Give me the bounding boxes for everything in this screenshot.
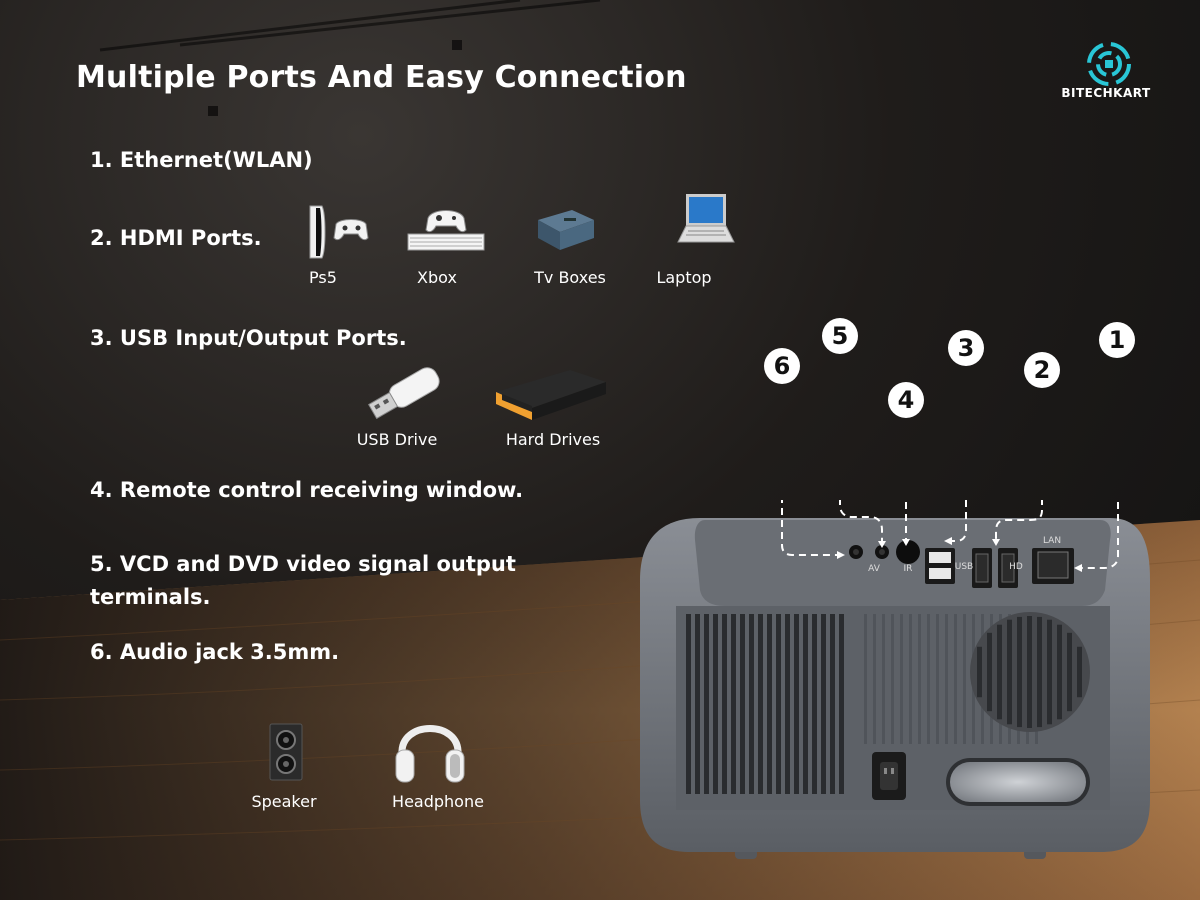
caption-tv-boxes: Tv Boxes xyxy=(534,268,606,287)
tv-box-icon xyxy=(538,210,594,250)
caption-headphone: Headphone xyxy=(392,792,484,811)
callout-5-av-output: 5 xyxy=(822,318,858,354)
feature-video-output: 5. VCD and DVD video signal output termi… xyxy=(90,552,516,609)
brand-logo-icon xyxy=(1087,42,1131,86)
hard-drive-icon xyxy=(496,370,606,420)
callout-2-hdmi: 2 xyxy=(1024,352,1060,388)
page-title: Multiple Ports And Easy Connection xyxy=(76,60,687,95)
port-label-usb: USB xyxy=(954,562,974,572)
speaker-icon xyxy=(269,723,303,781)
caption-xbox: Xbox xyxy=(417,268,457,287)
port-label-ir: IR xyxy=(903,564,913,574)
brand-name: BITECHKART xyxy=(1061,86,1151,100)
feature-usb: 3. USB Input/Output Ports. xyxy=(90,326,407,350)
feature-audio-jack: 6. Audio jack 3.5mm. xyxy=(90,640,340,664)
fan-grille xyxy=(977,616,1082,728)
callout-1-ethernet: 1 xyxy=(1099,322,1135,358)
ps5-console-icon xyxy=(309,205,369,259)
callout-6-audio-jack: 6 xyxy=(764,348,800,384)
feature-hdmi: 2. HDMI Ports. xyxy=(90,226,262,250)
port-label-lan: LAN xyxy=(1042,536,1062,546)
feature-ethernet: 1. Ethernet(WLAN) xyxy=(90,148,313,172)
caption-speaker: Speaker xyxy=(251,792,317,811)
feature-remote-window: 4. Remote control receiving window. xyxy=(90,478,524,502)
headphone-icon xyxy=(395,725,465,783)
xbox-console-icon xyxy=(407,210,485,251)
caption-usb-drive: USB Drive xyxy=(356,430,438,449)
port-label-av: AV xyxy=(868,564,880,574)
projector-rear-view xyxy=(640,500,1150,859)
usb-drive-icon xyxy=(368,367,440,420)
caption-ps5: Ps5 xyxy=(309,268,337,287)
port-label-hdmi: HD xyxy=(1009,562,1023,572)
callout-3-usb: 3 xyxy=(948,330,984,366)
caption-hard-drives: Hard Drives xyxy=(505,430,601,449)
callout-4-ir-window: 4 xyxy=(888,382,924,418)
caption-laptop: Laptop xyxy=(656,268,712,287)
laptop-icon xyxy=(677,194,735,243)
